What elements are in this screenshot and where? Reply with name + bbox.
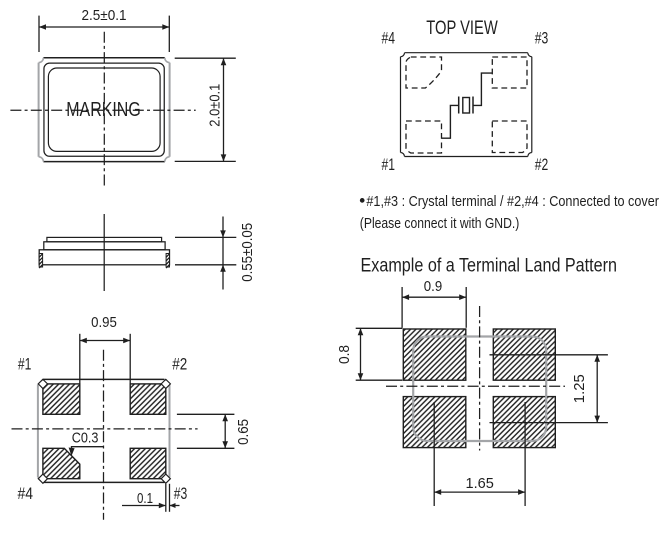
svg-text:#2: #2	[172, 356, 187, 374]
svg-text:0.95: 0.95	[91, 314, 117, 331]
svg-text:2.5±0.1: 2.5±0.1	[82, 7, 127, 24]
svg-text:1.25: 1.25	[571, 374, 588, 403]
svg-text:0.55±0.05: 0.55±0.05	[239, 223, 256, 282]
svg-text:#3: #3	[535, 30, 549, 48]
svg-text:(Please connect it with GND.): (Please connect it with GND.)	[360, 216, 520, 232]
svg-text:0.65: 0.65	[235, 419, 252, 445]
svg-text:0.1: 0.1	[137, 490, 153, 507]
svg-text:#2: #2	[535, 156, 549, 174]
svg-text:#1: #1	[382, 156, 396, 174]
svg-text:#4: #4	[382, 30, 396, 48]
svg-text:2.0±0.1: 2.0±0.1	[207, 84, 224, 127]
svg-text:TOP VIEW: TOP VIEW	[426, 18, 498, 39]
svg-text:#3: #3	[174, 485, 188, 503]
svg-text:#1,#3 : Crystal terminal / #2,: #1,#3 : Crystal terminal / #2,#4 : Conne…	[366, 194, 659, 210]
svg-text:0.8: 0.8	[336, 345, 353, 364]
svg-text:C0.3: C0.3	[72, 430, 99, 447]
svg-text:Example of a Terminal Land Pat: Example of a Terminal Land Pattern	[361, 255, 618, 276]
svg-text:MARKING: MARKING	[66, 99, 141, 121]
svg-text:1.65: 1.65	[466, 475, 494, 492]
svg-text:0.9: 0.9	[424, 278, 442, 295]
svg-text:#4: #4	[18, 485, 34, 503]
svg-text:#1: #1	[18, 356, 32, 374]
